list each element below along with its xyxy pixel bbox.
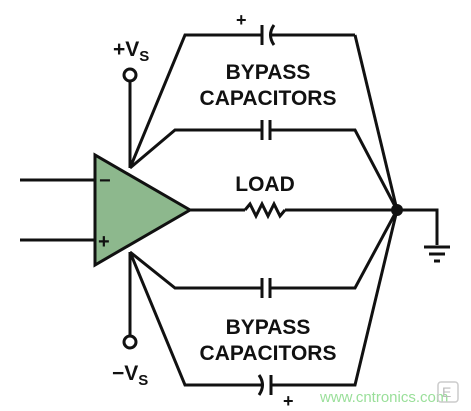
top-bypass-path bbox=[128, 33, 262, 169]
capacitor-upper bbox=[260, 120, 272, 140]
bypass-label-bottom-line1: BYPASS bbox=[226, 316, 311, 339]
negative-supply-label: −VS bbox=[112, 362, 148, 389]
svg-text:E: E bbox=[442, 384, 451, 400]
polarized-cap-bottom-sign: + bbox=[283, 391, 294, 411]
bypass-label-top-line2: CAPACITORS bbox=[200, 87, 337, 110]
watermark-text: www.cntronics.com bbox=[319, 389, 448, 406]
top-bypass-return-diag bbox=[353, 34, 399, 211]
upper-bypass-return bbox=[270, 128, 399, 211]
opamp-triangle bbox=[93, 152, 193, 268]
bypass-label-top-line1: BYPASS bbox=[226, 61, 311, 84]
bottom-bypass-return bbox=[271, 209, 399, 387]
negative-supply-terminal bbox=[122, 334, 138, 350]
ground-wire bbox=[397, 208, 439, 245]
upper-bypass-path bbox=[129, 128, 262, 170]
watermark-logo-icon: E bbox=[437, 381, 459, 403]
load-resistor bbox=[243, 200, 287, 220]
positive-supply-label: +VS bbox=[113, 38, 149, 65]
positive-supply-terminal bbox=[122, 67, 138, 83]
polarized-capacitor-top bbox=[260, 24, 276, 46]
bypass-label-bottom-line2: CAPACITORS bbox=[200, 342, 337, 365]
noninverting-input-sign: + bbox=[98, 231, 110, 253]
capacitor-lower bbox=[260, 278, 272, 298]
load-label: LOAD bbox=[235, 173, 295, 196]
polarized-cap-top-sign: + bbox=[236, 10, 247, 30]
ground-icon bbox=[424, 245, 450, 263]
lower-bypass-path bbox=[129, 250, 262, 290]
polarized-capacitor-bottom bbox=[257, 374, 273, 396]
lower-bypass-return bbox=[270, 209, 399, 290]
inverting-input-sign: − bbox=[99, 170, 111, 192]
bottom-bypass-path bbox=[128, 251, 262, 387]
